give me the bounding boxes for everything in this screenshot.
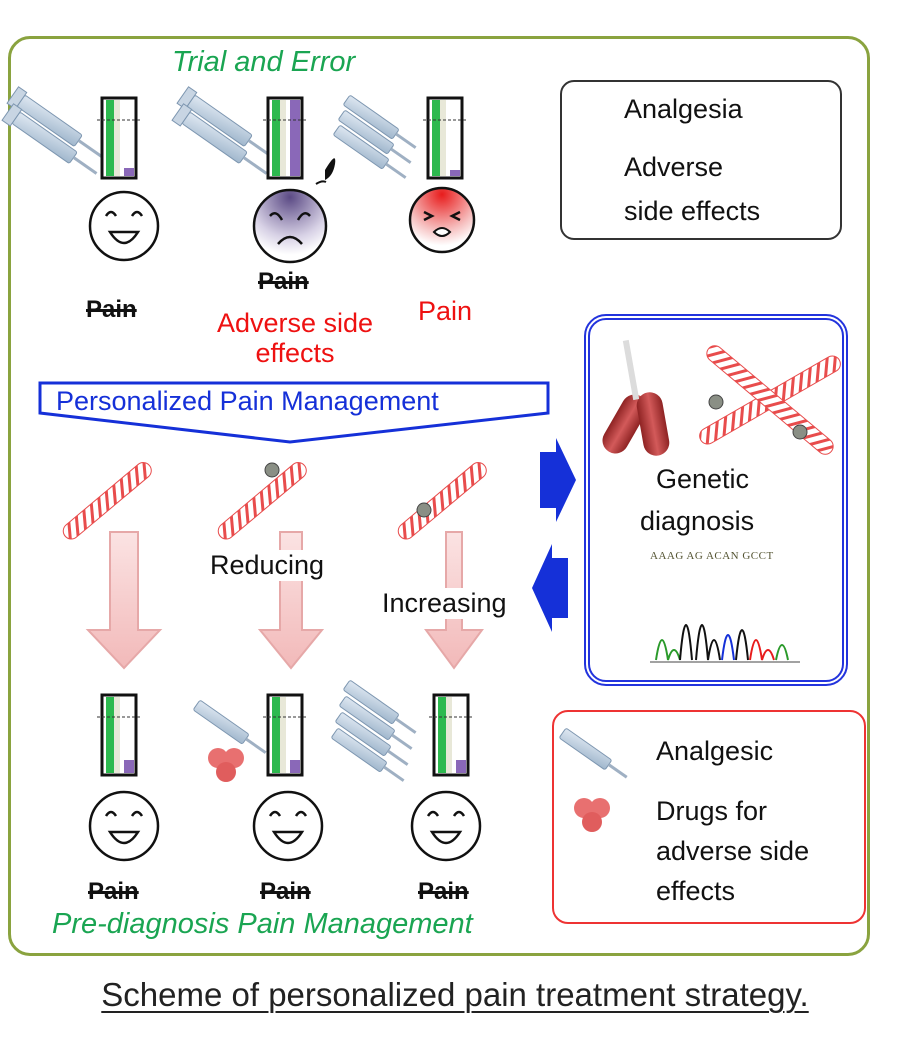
syringe-icon (338, 110, 412, 164)
pre-diagnosis-title: Pre-diagnosis Pain Management (52, 908, 473, 940)
down-arrow-icon (85, 531, 163, 670)
pain-face-icon (408, 186, 476, 254)
syringe-icon (333, 125, 407, 179)
syringe-icon (331, 728, 405, 782)
figure-caption: Scheme of personalized pain treatment st… (101, 976, 809, 1013)
syringe-icon (335, 712, 409, 766)
drugs-for-label: Drugs for (656, 796, 768, 826)
pain-label-struck: Pain (86, 296, 137, 323)
pain-label-struck: Pain (418, 878, 469, 905)
syringe-icon (6, 86, 103, 158)
syringe-icon (343, 680, 417, 734)
legend-adverse-line2: side effects (624, 196, 761, 226)
syringe-icon (339, 696, 413, 750)
increasing-label: Increasing (382, 588, 507, 619)
syringe-icon (193, 700, 267, 754)
legend-analgesia: Analgesia (624, 94, 743, 124)
pain-label-struck: Pain (260, 878, 311, 905)
outer-frame (8, 36, 870, 956)
happy-face-icon (88, 790, 160, 862)
syringe-icon (171, 103, 268, 175)
left-arrow-icon (532, 544, 568, 632)
sequence-text: AAAG AG ACAN GCCT (650, 550, 774, 562)
sequence-chromatogram-icon (650, 624, 800, 663)
variant-dot-icon (264, 462, 280, 478)
drop-icon (315, 158, 336, 185)
pill-icon (208, 748, 244, 782)
happy-face-icon (252, 790, 324, 862)
pain-label-struck: Pain (258, 268, 309, 295)
gauge-icon (429, 693, 474, 777)
diagnosis-label: diagnosis (640, 506, 755, 536)
genetic-label: Genetic (656, 464, 750, 494)
pill-icon (574, 798, 610, 832)
happy-face-icon (88, 190, 160, 262)
pain-label: Pain (418, 296, 473, 326)
gauge-icon (263, 96, 308, 180)
gauge-icon (423, 96, 468, 180)
analgesic-label: Analgesic (656, 736, 774, 766)
syringe-icon (343, 95, 417, 149)
genetic-diagnosis-box (584, 314, 848, 686)
sad-face-icon (252, 188, 328, 264)
reducing-label: Reducing (210, 550, 325, 581)
personalized-banner-shape (38, 381, 550, 444)
personalized-banner-label: Personalized Pain Management (56, 386, 439, 416)
adverse-side-effects-label: Adverse side effects (216, 308, 374, 368)
syringe-icon (559, 728, 628, 779)
drug-legend-box (552, 710, 866, 924)
variant-dot-icon (416, 502, 432, 518)
trial-and-error-title: Trial and Error (172, 46, 356, 78)
gauge-icon (263, 693, 308, 777)
gauge-icon (97, 693, 142, 777)
legend-adverse-line1: Adverse (624, 152, 724, 182)
chromosome-icon (217, 462, 307, 540)
right-arrow-icon (540, 438, 576, 522)
syringe-icon (1, 103, 98, 175)
chromosome-icon (397, 462, 487, 540)
chromosome-x-icon (699, 345, 841, 455)
happy-face-icon (410, 790, 482, 862)
gauge-icon (97, 96, 142, 180)
down-arrow-icon (257, 531, 325, 670)
pain-label-struck: Pain (88, 878, 139, 905)
effects-label: effects (656, 876, 736, 906)
adverse-side-label: adverse side (656, 836, 810, 866)
legend-box (560, 80, 842, 240)
chromosome-pair-icon (602, 339, 670, 456)
syringe-icon (176, 86, 273, 158)
chromosome-icon (62, 462, 152, 540)
